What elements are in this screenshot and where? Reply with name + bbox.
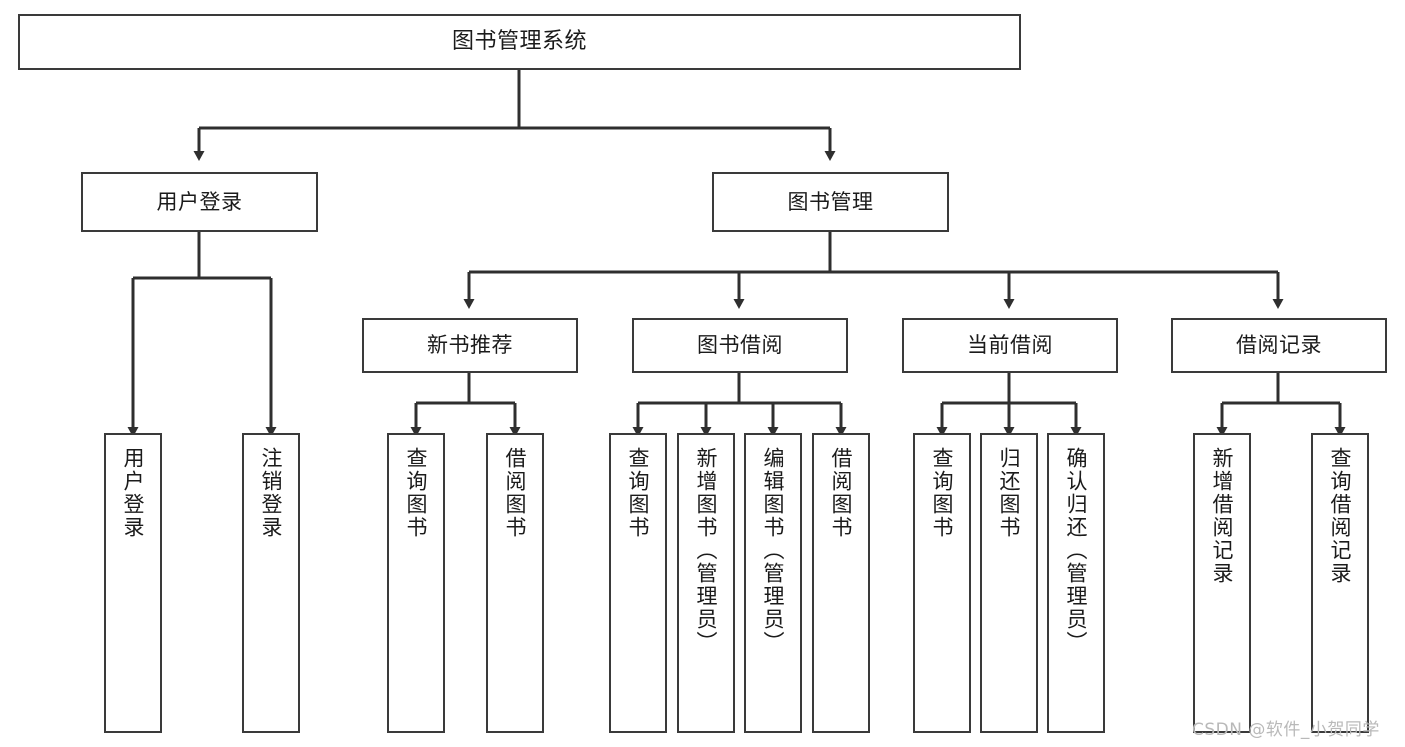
leaf-user-login-label: 用户登录	[121, 447, 146, 539]
node-borrow-record-label: 借阅记录	[1236, 333, 1322, 358]
node-current-borrow[interactable]: 当前借阅	[902, 318, 1118, 373]
node-book-borrow[interactable]: 图书借阅	[632, 318, 848, 373]
leaf-borrow-book-1-label: 借阅图书	[503, 447, 528, 539]
leaf-confirm-return[interactable]: 确认归还（管理员）	[1047, 433, 1105, 733]
node-book-management[interactable]: 图书管理	[712, 172, 949, 232]
node-root-label: 图书管理系统	[451, 29, 587, 55]
node-book-management-label: 图书管理	[787, 189, 874, 214]
csdn-watermark: CSDN @软件_小贺同学	[1192, 720, 1380, 740]
node-current-borrow-label: 当前借阅	[967, 333, 1053, 358]
leaf-query-book-3[interactable]: 查询图书	[913, 433, 971, 733]
leaf-query-book-1[interactable]: 查询图书	[387, 433, 445, 733]
leaf-query-book-3-label: 查询图书	[930, 447, 955, 539]
leaf-return-book[interactable]: 归还图书	[980, 433, 1038, 733]
node-root[interactable]: 图书管理系统	[18, 14, 1021, 70]
leaf-confirm-return-label: 确认归还（管理员）	[1064, 447, 1089, 654]
leaf-user-login[interactable]: 用户登录	[104, 433, 162, 733]
leaf-logout-login-label: 注销登录	[259, 447, 284, 539]
leaf-logout-login[interactable]: 注销登录	[242, 433, 300, 733]
leaf-add-record[interactable]: 新增借阅记录	[1193, 433, 1251, 733]
node-book-borrow-label: 图书借阅	[697, 333, 783, 358]
leaf-query-record-label: 查询借阅记录	[1328, 447, 1353, 585]
node-user-login-label: 用户登录	[156, 189, 243, 214]
leaf-query-book-2[interactable]: 查询图书	[609, 433, 667, 733]
node-new-book-recommend-label: 新书推荐	[427, 333, 513, 358]
leaf-add-book[interactable]: 新增图书（管理员）	[677, 433, 735, 733]
leaf-edit-book-label: 编辑图书（管理员）	[761, 447, 786, 654]
node-new-book-recommend[interactable]: 新书推荐	[362, 318, 578, 373]
leaf-add-record-label: 新增借阅记录	[1210, 447, 1235, 585]
leaf-query-book-2-label: 查询图书	[626, 447, 651, 539]
leaf-edit-book[interactable]: 编辑图书（管理员）	[744, 433, 802, 733]
leaf-add-book-label: 新增图书（管理员）	[694, 447, 719, 654]
leaf-borrow-book-2-label: 借阅图书	[829, 447, 854, 539]
leaf-borrow-book-1[interactable]: 借阅图书	[486, 433, 544, 733]
leaf-borrow-book-2[interactable]: 借阅图书	[812, 433, 870, 733]
node-borrow-record[interactable]: 借阅记录	[1171, 318, 1387, 373]
leaf-return-book-label: 归还图书	[997, 447, 1022, 539]
leaf-query-record[interactable]: 查询借阅记录	[1311, 433, 1369, 733]
leaf-query-book-1-label: 查询图书	[404, 447, 429, 539]
node-user-login[interactable]: 用户登录	[81, 172, 318, 232]
